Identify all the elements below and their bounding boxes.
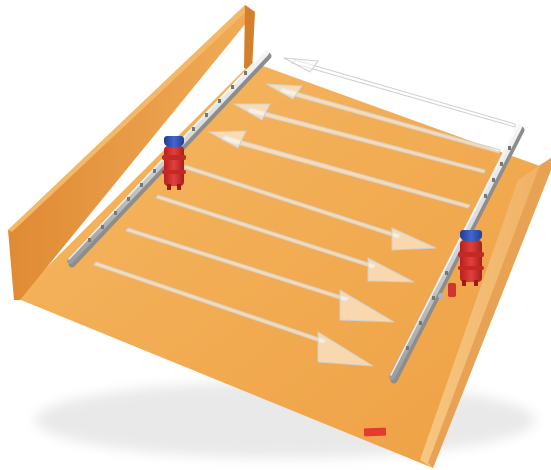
right-fan-body [460, 240, 482, 282]
left-wall-side [244, 5, 255, 70]
logo-tag [364, 428, 386, 437]
left-fan-unit [162, 136, 186, 190]
left-fan-body [164, 146, 184, 186]
arrow-return-1-head [284, 58, 318, 72]
